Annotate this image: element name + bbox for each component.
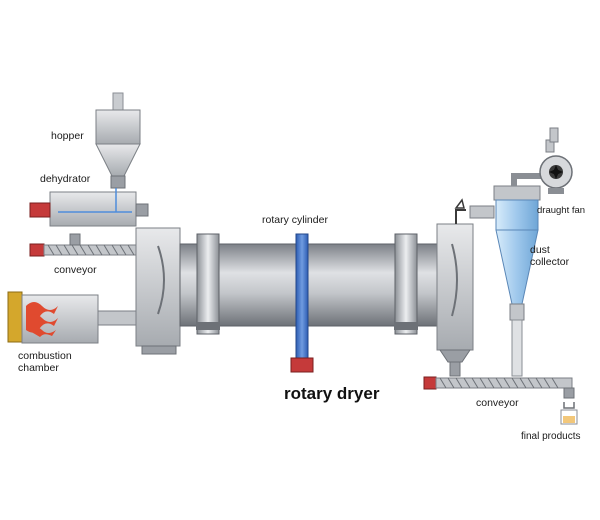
dust-collector-label-line1: dust bbox=[530, 244, 550, 256]
final-products-label: final products bbox=[521, 431, 581, 442]
draught-fan bbox=[539, 127, 573, 194]
conveyor-right bbox=[423, 376, 575, 399]
conveyor-right-label: conveyor bbox=[476, 397, 519, 409]
combustion-label-line2: chamber bbox=[18, 362, 59, 374]
draught-fan-label: draught fan bbox=[537, 205, 586, 216]
dehydrator bbox=[29, 188, 149, 227]
conveyor-left bbox=[29, 233, 143, 257]
combustion-label-line1: combustion bbox=[18, 350, 72, 362]
rotary-cylinder bbox=[179, 233, 447, 335]
diagram-title: rotary dryer bbox=[284, 384, 380, 403]
feed-head bbox=[135, 227, 181, 355]
dehydrator-label: dehydrator bbox=[40, 173, 91, 185]
hopper-label: hopper bbox=[51, 130, 84, 142]
dust-collector bbox=[469, 173, 542, 377]
drive-gear bbox=[290, 233, 314, 373]
rotary-cylinder-label: rotary cylinder bbox=[262, 214, 328, 226]
conveyor-left-label: conveyor bbox=[54, 264, 97, 276]
combustion-chamber bbox=[7, 291, 139, 344]
discharge-head bbox=[436, 198, 474, 377]
hopper bbox=[95, 92, 141, 189]
dust-collector-label-line2: collector bbox=[530, 256, 570, 268]
final-products-bin bbox=[560, 402, 578, 425]
